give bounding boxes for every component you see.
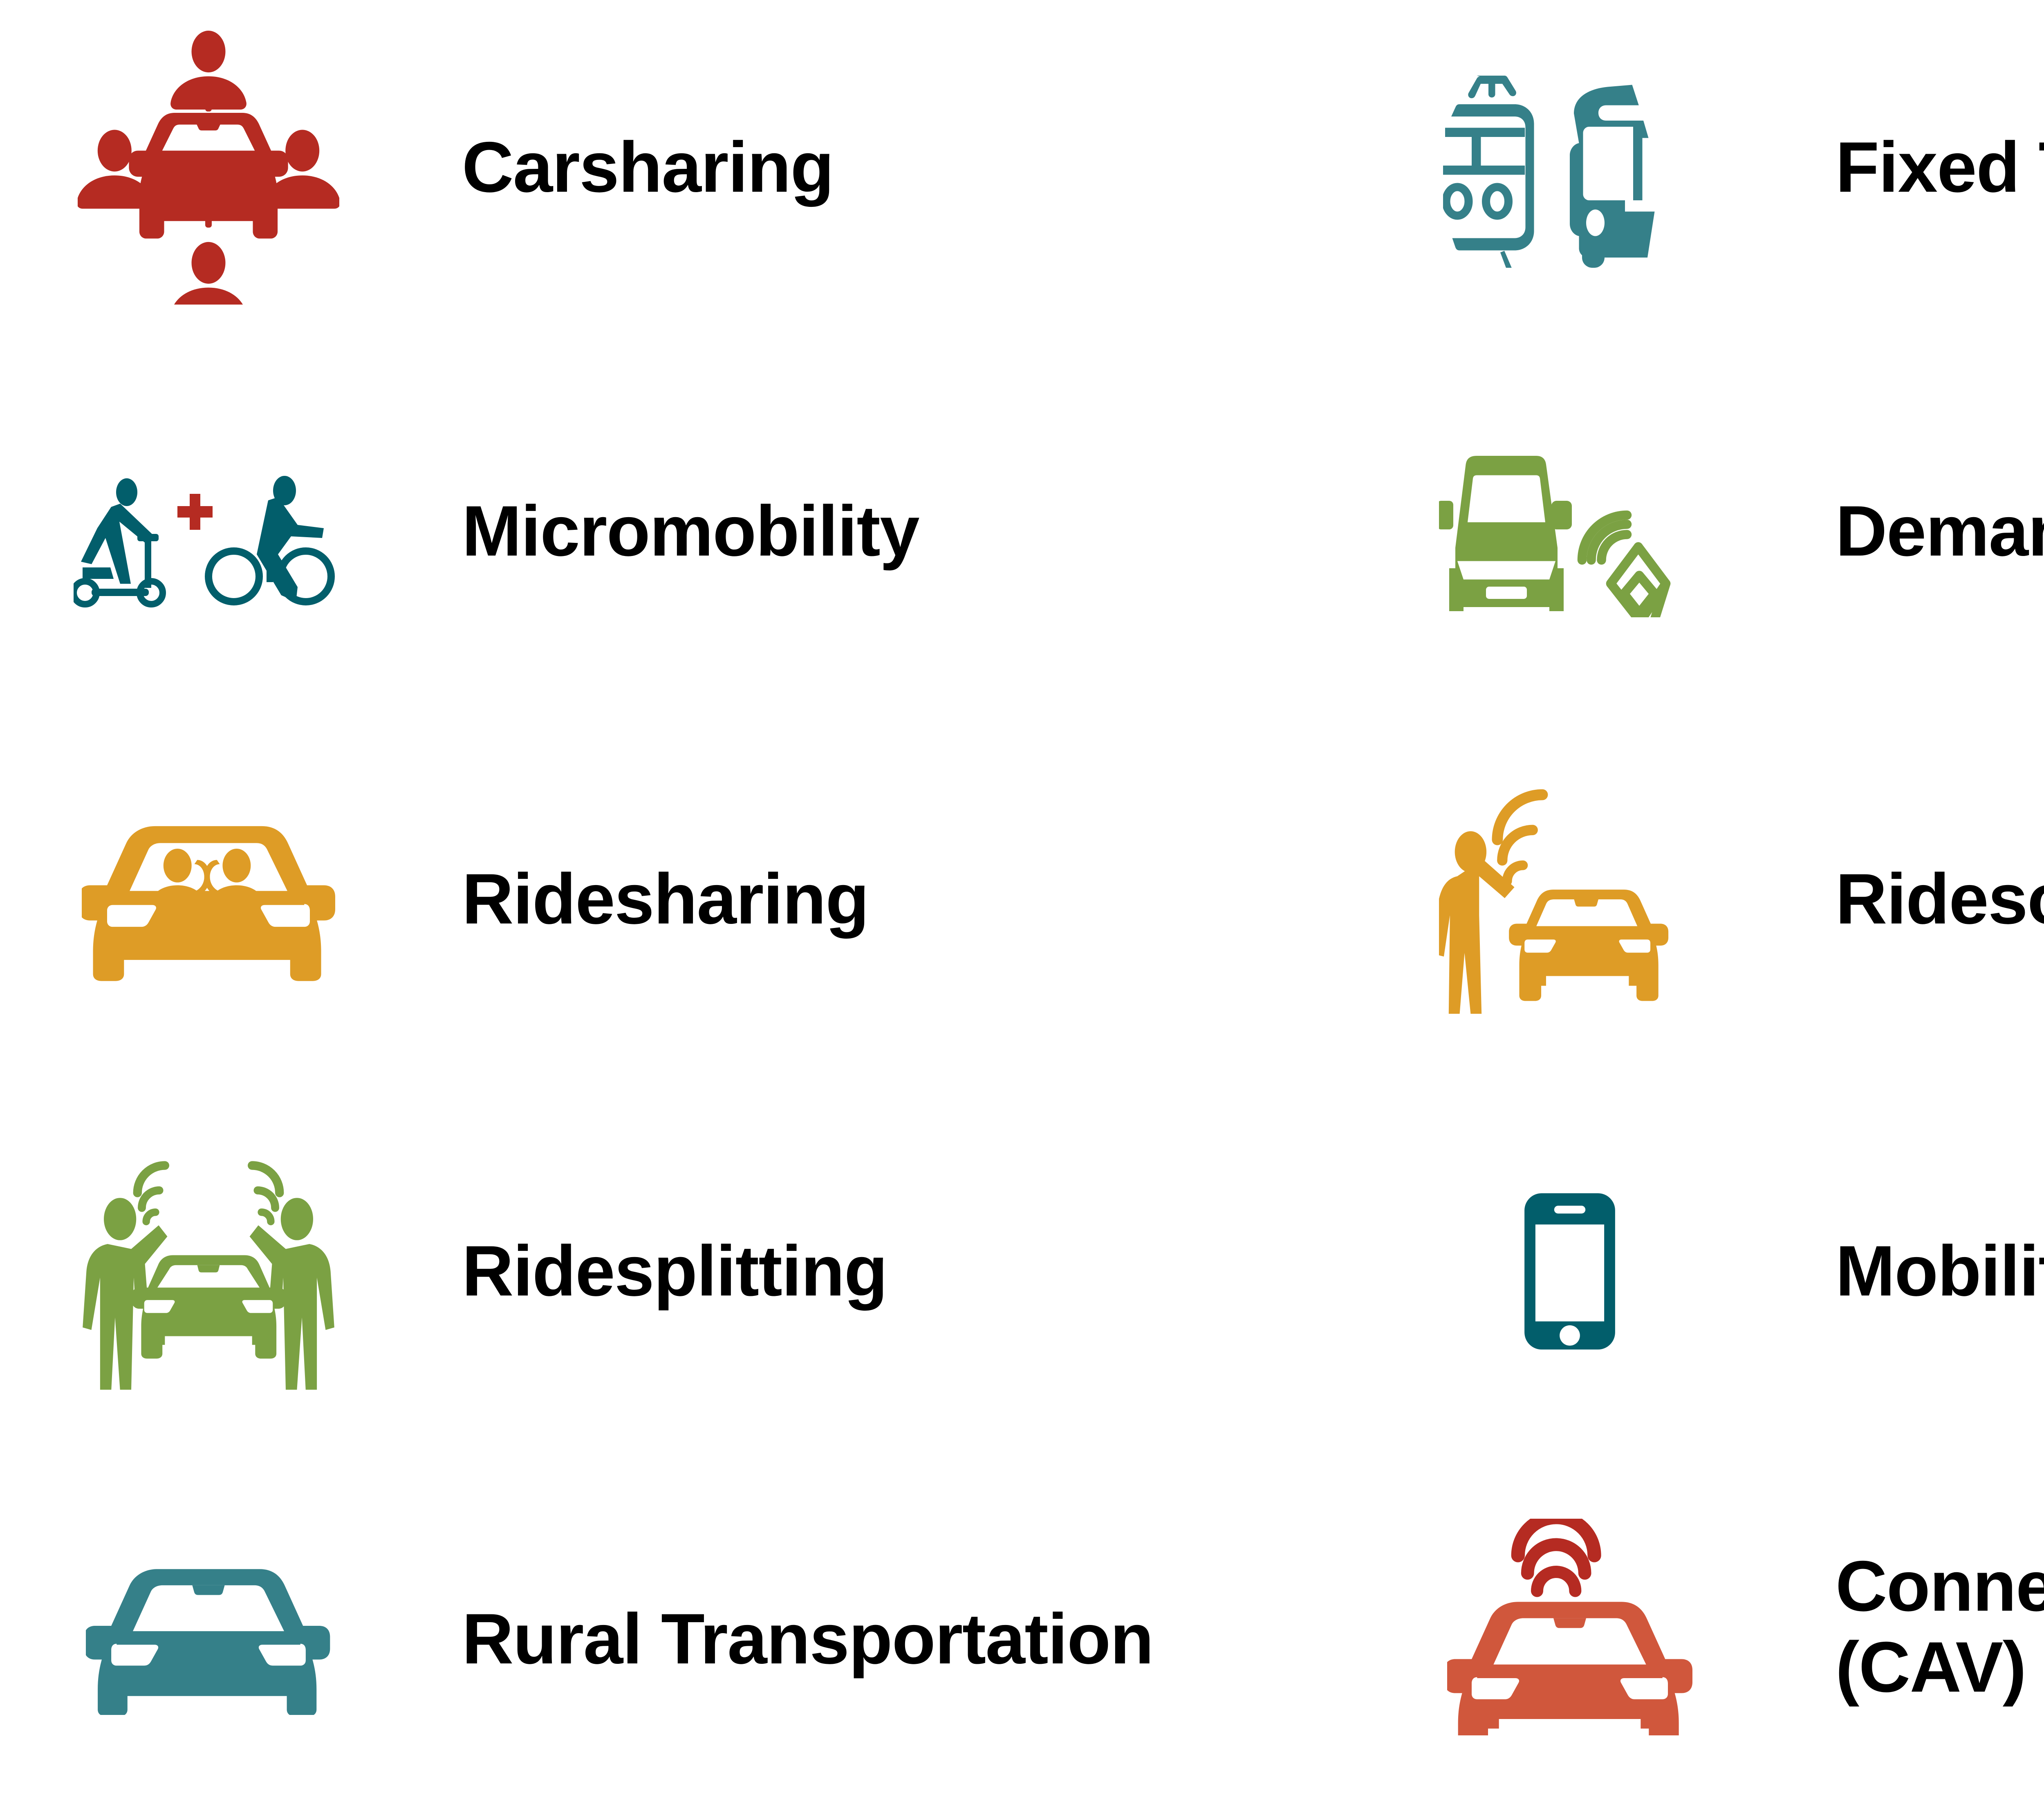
legend-label-maas: Mobility as a Service (MaaS) [1836, 1231, 2044, 1311]
left-column: Carsharing [0, 0, 1329, 1715]
legend-row-micromobility[interactable]: Micromobility [0, 364, 1329, 699]
right-column: Fixed Transit [1329, 0, 2044, 1740]
legend-label-demand-responsive-transit: Demand-Responsive Transit [1836, 491, 2044, 572]
scooter-plus-bicycle-icon [0, 364, 417, 699]
legend-label-ridesplitting: Ridesplitting [462, 1231, 888, 1311]
legend-label-cav: Connected and Automated Vehicles (CAV) [1836, 1547, 2044, 1707]
legend-row-ridesharing[interactable]: Ridesharing [0, 732, 1329, 1067]
legend-row-ridesplitting[interactable]: Ridesplitting [0, 1104, 1329, 1439]
legend-row-rural-transportation[interactable]: Rural Transportation [0, 1472, 1329, 1807]
legend-label-ridesharing: Ridesharing [462, 859, 869, 939]
smartphone-icon [1329, 1104, 1811, 1439]
legend-row-ridesourcing[interactable]: Ridesourcing [1329, 732, 2044, 1067]
legend-label-ridesourcing: Ridesourcing [1836, 859, 2044, 939]
mobility-modes-legend: Carsharing [0, 0, 2044, 1740]
legend-row-fixed-transit[interactable]: Fixed Transit [1329, 0, 2044, 335]
person-hailing-car-icon [1329, 732, 1811, 1067]
car-with-two-occupants-icon [0, 732, 417, 1067]
legend-label-micromobility: Micromobility [462, 491, 920, 572]
car-front-icon [0, 1472, 417, 1807]
legend-row-carsharing[interactable]: Carsharing [0, 0, 1329, 335]
legend-row-maas[interactable]: Mobility as a Service (MaaS) [1329, 1104, 2044, 1439]
legend-label-fixed-transit: Fixed Transit [1836, 128, 2044, 208]
legend-row-demand-responsive-transit[interactable]: Demand-Responsive Transit [1329, 364, 2044, 699]
connected-car-icon [1329, 1443, 1811, 1811]
legend-label-carsharing: Carsharing [462, 128, 834, 208]
two-people-hailing-car-icon [0, 1104, 417, 1439]
carsharing-network-icon [0, 0, 417, 335]
train-and-bus-icon [1329, 0, 1811, 335]
legend-row-cav[interactable]: Connected and Automated Vehicles (CAV) [1329, 1443, 2044, 1811]
shuttle-van-with-signal-icon [1329, 364, 1811, 699]
legend-label-rural-transportation: Rural Transportation [462, 1599, 1154, 1679]
